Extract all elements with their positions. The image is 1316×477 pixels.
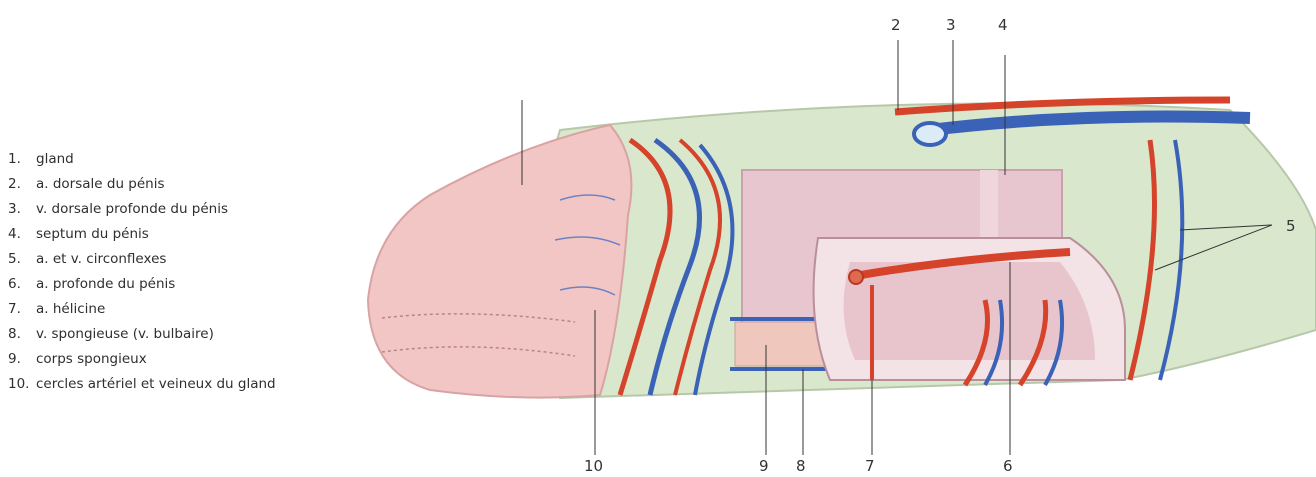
- legend-item: 3.v. dorsale profonde du pénis: [8, 197, 276, 222]
- callout-6: 6: [1003, 457, 1013, 475]
- legend-item: 10.cercles artériel et veineux du gland: [8, 372, 276, 397]
- callout-7: 7: [865, 457, 875, 475]
- legend: 1.gland 2.a. dorsale du pénis 3.v. dorsa…: [8, 147, 276, 397]
- callout-3: 3: [946, 16, 956, 34]
- glans: [368, 125, 631, 398]
- legend-item: 1.gland: [8, 147, 276, 172]
- callout-8: 8: [796, 457, 806, 475]
- callout-9: 9: [759, 457, 769, 475]
- legend-item: 6.a. profonde du pénis: [8, 272, 276, 297]
- cut-section-inner: [844, 262, 1095, 360]
- legend-item: 7.a. hélicine: [8, 297, 276, 322]
- legend-item: 8.v. spongieuse (v. bulbaire): [8, 322, 276, 347]
- legend-item: 9.corps spongieux: [8, 347, 276, 372]
- deep-vein-lumen: [914, 123, 946, 145]
- callout-2: 2: [891, 16, 901, 34]
- callout-5: 5: [1286, 217, 1296, 235]
- legend-item: 4.septum du pénis: [8, 222, 276, 247]
- legend-item: 2.a. dorsale du pénis: [8, 172, 276, 197]
- callout-10: 10: [584, 457, 603, 475]
- callout-4: 4: [998, 16, 1008, 34]
- legend-item: 5.a. et v. circonflexes: [8, 247, 276, 272]
- deep-artery-lumen: [849, 270, 863, 284]
